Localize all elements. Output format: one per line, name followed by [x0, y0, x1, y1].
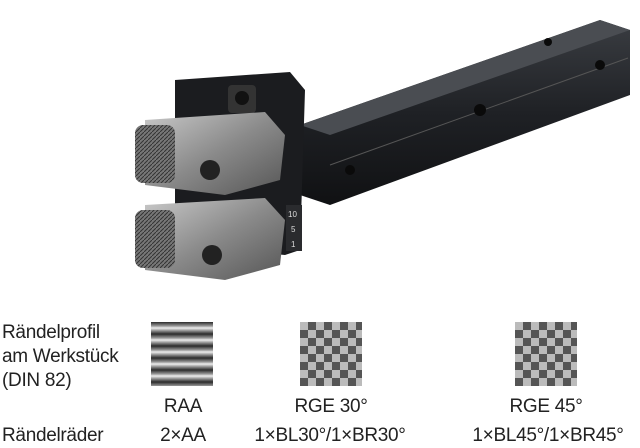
raa-pattern-swatch: [151, 322, 213, 386]
lower-knurl-wheel: [135, 210, 175, 268]
knurling-tool-image: 10 5 1: [135, 20, 630, 280]
profile-name: RGE 45°: [509, 396, 583, 417]
upper-wheel-arm: [145, 112, 285, 195]
lower-wheel-arm: [145, 198, 285, 280]
scale-mark: 1: [291, 240, 296, 249]
wheels-row-label: Rändelräder: [2, 425, 104, 446]
wheel-spec: 2×AA: [160, 425, 206, 446]
rge45-pattern-swatch: [515, 322, 577, 386]
profile-row-label-line2: am Werkstück: [2, 346, 119, 367]
upper-knurl-wheel: [135, 125, 175, 183]
scale-plate: [286, 205, 302, 251]
rge30-pattern-swatch: [300, 322, 362, 386]
scale-mark: 5: [291, 225, 296, 234]
wheel-spec: 1×BL45°/1×BR45°: [472, 425, 624, 446]
shank: [300, 20, 630, 205]
profile-row-label-line3: (DIN 82): [2, 370, 72, 391]
wheel-spec: 1×BL30°/1×BR30°: [254, 425, 406, 446]
profile-name: RGE 30°: [294, 396, 368, 417]
profile-row-label-line1: Rändelprofil: [2, 322, 100, 343]
scale-mark: 10: [288, 210, 297, 219]
profile-name: RAA: [163, 396, 203, 417]
